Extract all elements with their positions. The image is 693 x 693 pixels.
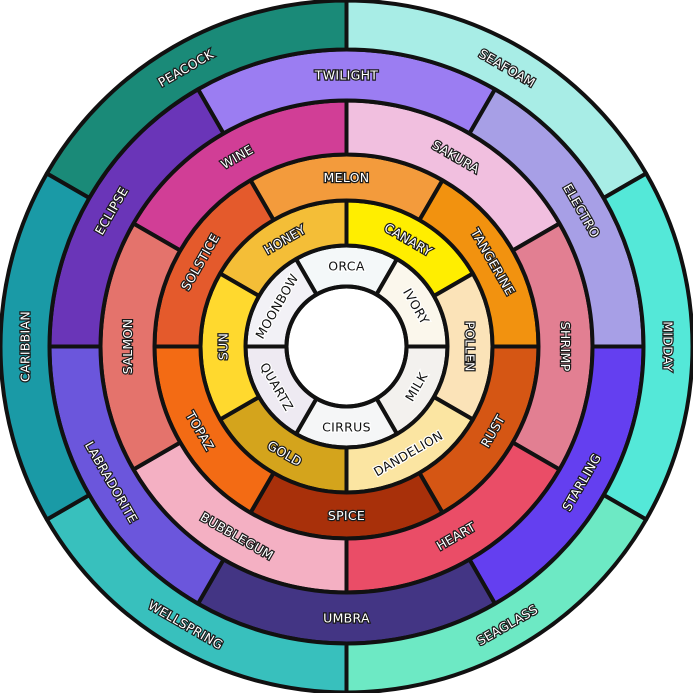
label-melon: MELON <box>324 170 370 185</box>
center-hole <box>286 286 407 407</box>
label-pollen: POLLEN <box>463 321 478 371</box>
label-spice: SPICE <box>328 508 365 523</box>
label-caribbian: CARIBBIAN <box>18 311 33 382</box>
label-midday: MIDDAY <box>661 321 676 372</box>
label-sun: SUN <box>216 333 231 360</box>
label-umbra: UMBRA <box>323 611 370 626</box>
label-salmon: SALMON <box>120 319 135 374</box>
label-shrimp: SHRIMP <box>558 322 573 372</box>
segment-caribbian <box>0 171 92 522</box>
center-hole-outline <box>284 284 409 409</box>
label-orca: ORCA <box>328 259 365 274</box>
label-cirrus: CIRRUS <box>322 420 371 435</box>
label-twilight: TWILIGHT <box>314 68 379 83</box>
